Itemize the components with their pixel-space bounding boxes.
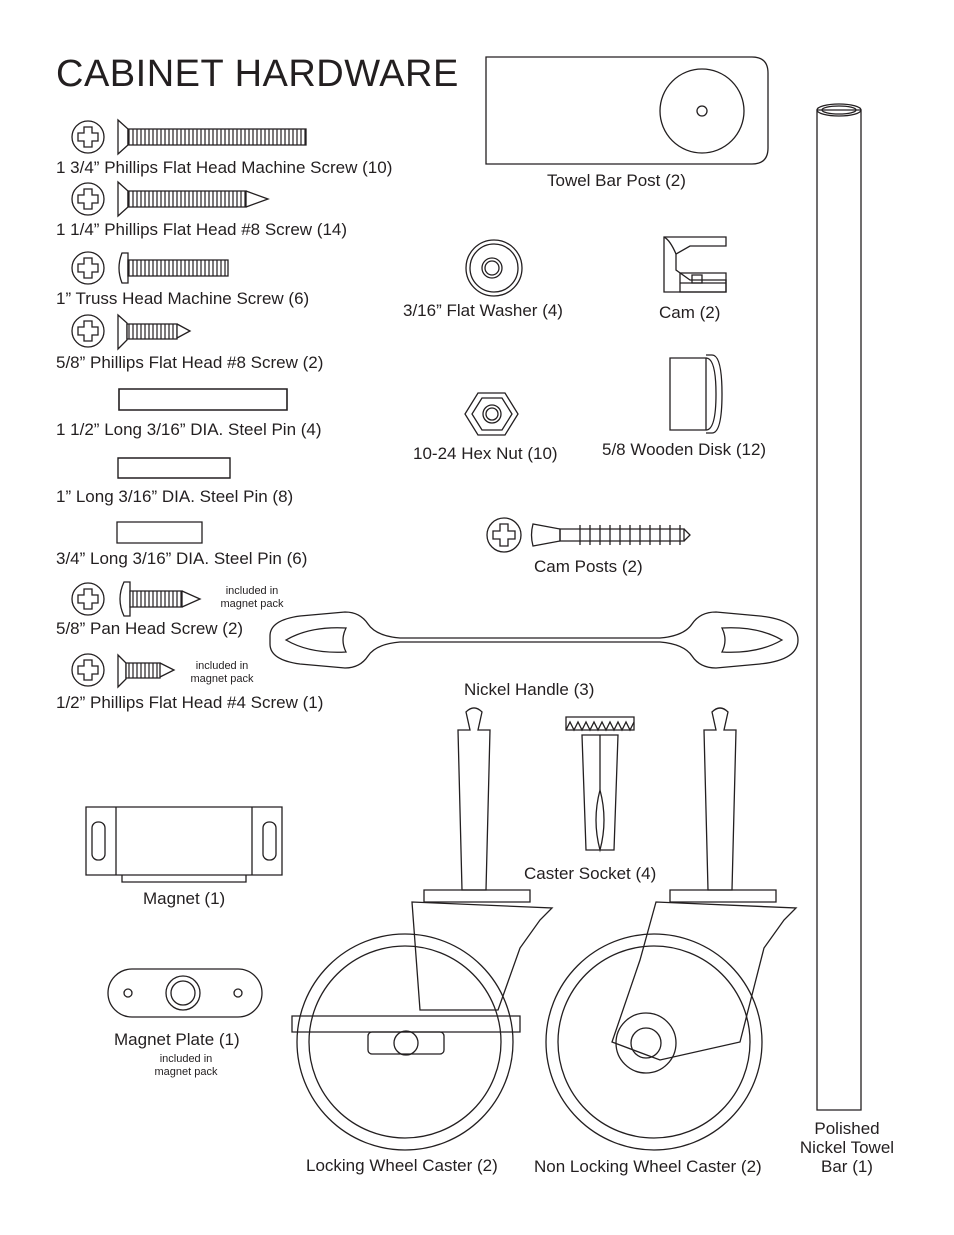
wood-screw-114-icon bbox=[72, 182, 268, 216]
label-pan-head-screw: 5/8” Pan Head Screw (2) bbox=[56, 619, 244, 638]
towel-bar-post-icon bbox=[486, 57, 768, 164]
label-wooden-disk: 5/8 Wooden Disk (12) bbox=[602, 440, 767, 459]
label-magnet-plate: Magnet Plate (1) bbox=[114, 1030, 240, 1049]
wood-screw-58-icon bbox=[72, 315, 190, 349]
label-wood-screw-114: 1 1/4” Phillips Flat Head #8 Screw (14) bbox=[56, 220, 348, 239]
label-truss-head-screw: 1” Truss Head Machine Screw (6) bbox=[56, 289, 310, 308]
magnet-icon bbox=[86, 807, 282, 882]
label-towel-bar-line: Bar (1) bbox=[821, 1157, 873, 1176]
label-caster-socket: Caster Socket (4) bbox=[524, 864, 657, 883]
flat-washer-icon bbox=[466, 240, 522, 296]
label-machine-screw-134: 1 3/4” Phillips Flat Head Machine Screw … bbox=[56, 158, 393, 177]
locking-caster-icon bbox=[292, 708, 552, 1150]
note-magnet-pack-plate: included in magnet pack bbox=[146, 1053, 226, 1079]
wood-screw-12-icon bbox=[72, 654, 174, 687]
label-magnet: Magnet (1) bbox=[143, 889, 226, 908]
page-title: CABINET HARDWARE bbox=[56, 53, 459, 95]
pan-head-screw-icon bbox=[72, 582, 200, 616]
note-magnet-pack-pan-screw: included in magnet pack bbox=[212, 585, 292, 611]
steel-pin-34-icon bbox=[117, 522, 202, 543]
label-flat-washer: 3/16” Flat Washer (4) bbox=[403, 301, 563, 320]
note-line: magnet pack bbox=[190, 673, 254, 685]
note-line: included in bbox=[159, 1053, 213, 1065]
label-nickel-handle: Nickel Handle (3) bbox=[464, 680, 595, 699]
label-locking-caster: Locking Wheel Caster (2) bbox=[306, 1156, 498, 1175]
label-towel-bar-line: Polished bbox=[814, 1119, 880, 1138]
wooden-disk-icon bbox=[670, 355, 722, 433]
machine-screw-134-icon bbox=[72, 120, 306, 154]
magnet-plate-icon bbox=[108, 969, 262, 1017]
note-magnet-pack-screw-4: included in magnet pack bbox=[182, 660, 262, 686]
steel-pin-1-icon bbox=[118, 458, 230, 478]
cam-icon bbox=[664, 237, 726, 292]
label-wood-screw-12: 1/2” Phillips Flat Head #4 Screw (1) bbox=[56, 693, 324, 712]
label-hex-nut: 10-24 Hex Nut (10) bbox=[413, 444, 558, 463]
label-non-locking-caster: Non Locking Wheel Caster (2) bbox=[534, 1157, 762, 1176]
steel-pin-112-icon bbox=[119, 389, 287, 410]
non-locking-caster-icon bbox=[546, 708, 796, 1150]
label-towel-bar-line: Nickel Towel bbox=[799, 1138, 895, 1157]
caster-socket-icon bbox=[566, 717, 634, 850]
label-cam-posts: Cam Posts (2) bbox=[534, 557, 643, 576]
label-towel-bar-post: Towel Bar Post (2) bbox=[547, 171, 686, 190]
label-wood-screw-58: 5/8” Phillips Flat Head #8 Screw (2) bbox=[56, 353, 324, 372]
note-line: included in bbox=[225, 585, 279, 597]
note-line: included in bbox=[195, 660, 249, 672]
nickel-handle-icon bbox=[270, 612, 798, 668]
cam-post-icon bbox=[487, 518, 690, 552]
label-steel-pin-1: 1” Long 3/16” DIA. Steel Pin (8) bbox=[56, 487, 294, 506]
note-line: magnet pack bbox=[154, 1066, 218, 1078]
label-towel-bar: Polished Nickel Towel Bar (1) bbox=[794, 1119, 900, 1176]
label-cam: Cam (2) bbox=[659, 303, 721, 322]
towel-bar-icon bbox=[817, 104, 861, 1110]
note-line: magnet pack bbox=[220, 598, 284, 610]
label-steel-pin-34: 3/4” Long 3/16” DIA. Steel Pin (6) bbox=[56, 549, 308, 568]
truss-head-screw-icon bbox=[72, 252, 228, 284]
hex-nut-icon bbox=[465, 393, 518, 435]
label-steel-pin-112: 1 1/2” Long 3/16” DIA. Steel Pin (4) bbox=[56, 420, 322, 439]
